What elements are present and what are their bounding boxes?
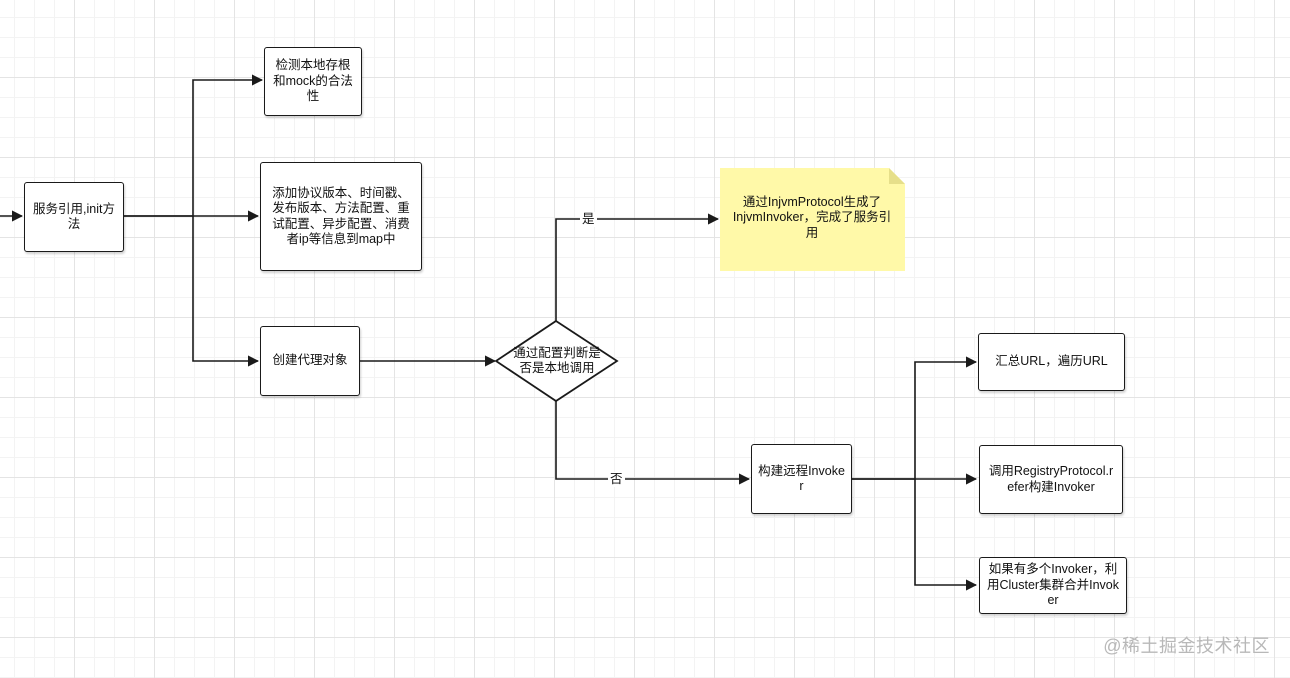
node-check-stub-mock[interactable]: 检测本地存根和mock的合法性 — [264, 47, 362, 116]
node-create-proxy[interactable]: 创建代理对象 — [260, 326, 360, 396]
decision-label: 通过配置判断是否是本地调用 — [513, 345, 601, 376]
node-service-ref-init[interactable]: 服务引用,init方法 — [24, 182, 124, 252]
node-add-info-map[interactable]: 添加协议版本、时间戳、发布版本、方法配置、重试配置、异步配置、消费者ip等信息到… — [260, 162, 422, 271]
node-cluster-merge[interactable]: 如果有多个Invoker，利用Cluster集群合并Invoker — [979, 557, 1127, 614]
edge-decision-yes — [555, 213, 720, 321]
edge-label-no: 否 — [608, 472, 625, 487]
watermark: @稀土掘金技术社区 — [1103, 636, 1270, 656]
edge-init-to-proxy — [192, 216, 260, 367]
node-cluster-merge-label: 如果有多个Invoker，利用Cluster集群合并Invoker — [987, 562, 1119, 608]
node-build-remote-invoker[interactable]: 构建远程Invoker — [751, 444, 852, 514]
decision-diamond — [494, 319, 619, 403]
note-injvm-label: 通过InjvmProtocol生成了InjvmInvoker，完成了服务引用 — [732, 194, 892, 240]
node-check-stub-mock-label: 检测本地存根和mock的合法性 — [273, 58, 353, 104]
node-collect-urls-label: 汇总URL，遍历URL — [995, 354, 1108, 369]
node-collect-urls[interactable]: 汇总URL，遍历URL — [978, 333, 1125, 391]
sticky-note — [720, 168, 905, 271]
node-add-info-map-label: 添加协议版本、时间戳、发布版本、方法配置、重试配置、异步配置、消费者ip等信息到… — [272, 185, 410, 247]
edge-decision-no — [555, 401, 751, 485]
edge-label-yes: 是 — [580, 212, 597, 227]
node-build-remote-invoker-label: 构建远程Invoker — [758, 463, 845, 494]
node-create-proxy-label: 创建代理对象 — [272, 353, 348, 368]
node-registry-refer-label: 调用RegistryProtocol.refer构建Invoker — [988, 464, 1114, 494]
node-registry-refer[interactable]: 调用RegistryProtocol.refer构建Invoker — [979, 445, 1123, 514]
edge-remote-to-cluster — [914, 479, 978, 591]
edge-remote-to-collect — [852, 356, 978, 480]
edge-init-to-check — [124, 74, 264, 217]
node-service-ref-init-label: 服务引用,init方法 — [33, 201, 115, 232]
